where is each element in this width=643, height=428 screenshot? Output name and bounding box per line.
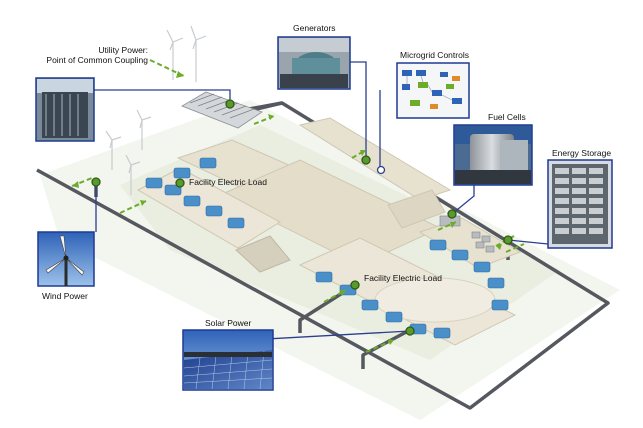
energy-storage-label: Energy Storage <box>552 148 612 158</box>
wind-power-label: Wind Power <box>42 291 88 301</box>
wind-turbines-background <box>105 25 207 195</box>
generators-photo <box>277 36 351 90</box>
facility-load-lower-label: Facility Electric Load <box>364 273 442 283</box>
node-solar <box>405 326 415 336</box>
node-fuel-cells <box>447 209 457 219</box>
microgrid-controls-label: Microgrid Controls <box>400 50 469 60</box>
node-facility-lower <box>350 280 360 290</box>
site-equipment <box>439 215 495 253</box>
microgrid-controls-photo <box>396 62 470 119</box>
node-microgrid-controls <box>376 165 386 175</box>
fuel-cells-label: Fuel Cells <box>488 112 526 122</box>
generators-label: Generators <box>293 23 336 33</box>
node-utility <box>225 99 235 109</box>
utility-equipment-photo <box>35 77 95 142</box>
fuel-cells-photo <box>453 124 533 186</box>
point-of-common-coupling-label: Point of Common Coupling <box>46 55 148 65</box>
node-wind <box>91 177 101 187</box>
flow-arrowheads <box>72 71 502 345</box>
facility-load-upper-label: Facility Electric Load <box>189 177 267 187</box>
node-facility-upper <box>175 178 185 188</box>
hvac-units <box>145 157 509 339</box>
wind-turbine-photo <box>37 231 95 287</box>
node-energy-storage <box>503 235 513 245</box>
energy-storage-photo <box>547 159 613 249</box>
connection-nodes <box>91 99 513 336</box>
solar-power-label: Solar Power <box>205 318 252 328</box>
utility-power-label: Utility Power: <box>98 45 148 55</box>
node-generators <box>361 155 371 165</box>
solar-power-photo <box>182 329 274 391</box>
